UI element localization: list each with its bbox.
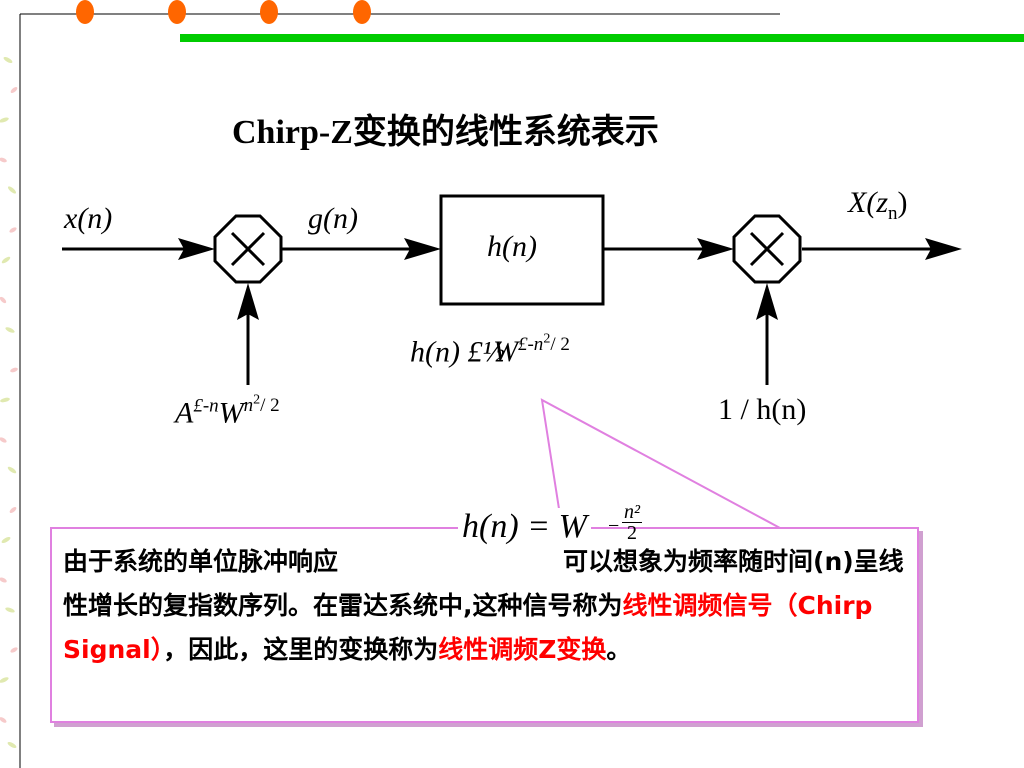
output-signal-sub: n	[888, 203, 898, 224]
premult-w: W	[218, 396, 244, 430]
explanation-text: 由于系统的单位脉冲响应可以想象为频率随时间(n)呈线性增长的复指数序列。在雷达系…	[63, 540, 908, 672]
intermediate-signal-text: g(n)	[308, 202, 358, 235]
multiplier-2-icon	[732, 214, 802, 284]
signal-path	[62, 247, 945, 385]
formula-lhs: h(n) = W	[462, 508, 587, 545]
output-signal-text: X(z	[848, 186, 888, 219]
premult-w-exp: n	[243, 395, 254, 417]
filter-formula-prefix: h(n) £½	[410, 335, 505, 369]
premultiplier-label: A£-nWn2/ 2	[175, 393, 280, 430]
green-accent-bar	[180, 34, 1024, 42]
explanation-box	[50, 527, 919, 723]
explanation-part-4: 。	[606, 635, 632, 664]
explanation-part-2: 可以想象为频率随时间(n)呈线性增长的复指数序列。在雷达系统中,这种信号称为	[63, 547, 904, 620]
filter-formula-exp3: / 2	[550, 334, 570, 356]
filter-formula-exp2: 2	[543, 332, 551, 347]
premult-w-exp3: / 2	[260, 395, 280, 417]
explanation-part-1: 由于系统的单位脉冲响应	[63, 547, 339, 576]
arrowheads	[178, 238, 962, 320]
output-signal-label: X(zn)	[848, 186, 908, 225]
filter-formula-w: W	[492, 335, 518, 369]
formula-exponent: − n² 2	[608, 501, 642, 544]
formula-exp-num: n²	[622, 501, 642, 523]
filter-label: h(n)	[487, 230, 537, 264]
decorative-leaf-pattern	[0, 56, 18, 749]
premult-w-exp2: 2	[253, 393, 261, 408]
intermediate-signal-label: g(n)	[308, 202, 358, 236]
premult-a: A	[175, 396, 194, 430]
highlight-chirp-z: 线性调频Z变换	[438, 635, 607, 664]
filter-formula-exp: £-n	[517, 334, 544, 356]
highlight-chirp-signal: 线性调频信号（Chirp Signal）	[63, 591, 873, 664]
explanation-part-3: ，因此，这里的变换称为	[163, 635, 439, 664]
input-signal-text: x(n)	[64, 202, 113, 235]
page-title: Chirp-Z变换的线性系统表示	[232, 114, 659, 151]
formula-minus: −	[608, 515, 620, 537]
multiplier-1-icon	[213, 214, 283, 284]
filter-formula: h(n) £½W£-n2/ 2	[410, 332, 570, 369]
filter-text: h(n)	[487, 230, 537, 263]
premult-a-exp: £-n	[193, 395, 219, 417]
orange-dots	[76, 0, 371, 24]
impulse-response-formula: h(n) = W − n² 2	[458, 502, 642, 546]
postmultiplier-label: 1 / h(n)	[718, 393, 807, 426]
output-signal-close: )	[897, 186, 908, 219]
filter-block	[439, 194, 605, 306]
formula-exp-den: 2	[627, 522, 637, 544]
input-signal-label: x(n)	[64, 202, 112, 236]
